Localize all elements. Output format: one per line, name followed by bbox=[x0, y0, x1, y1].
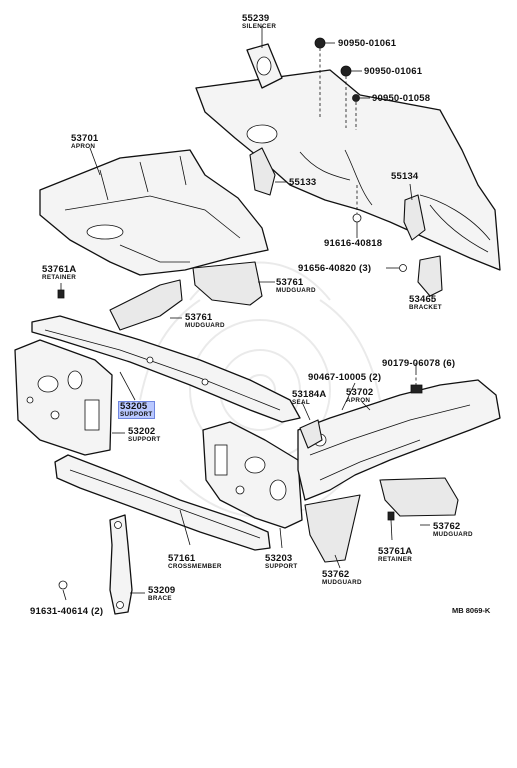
crossmember bbox=[54, 454, 271, 551]
mudguard-53762-right bbox=[379, 477, 459, 517]
brace bbox=[109, 514, 133, 615]
label-91631-40614: 91631-40614 (2) bbox=[30, 606, 104, 617]
mudguard-53761-upper bbox=[192, 261, 263, 306]
mudguard-53761-lower bbox=[109, 279, 183, 331]
bolt-91631 bbox=[58, 580, 68, 590]
label-91656-40820: 91656-40820 (3) bbox=[298, 263, 372, 274]
label-55133: 55133 bbox=[289, 177, 317, 188]
bolt-91616 bbox=[352, 185, 362, 223]
label-91616-40818: 91616-40818 bbox=[324, 238, 383, 249]
leader-lines bbox=[60, 26, 433, 601]
bracket-53465 bbox=[417, 255, 443, 297]
bolt-90179 bbox=[410, 384, 423, 394]
retainer-left bbox=[57, 289, 65, 299]
apron-left bbox=[39, 149, 269, 276]
radiator-support-right bbox=[202, 421, 303, 529]
retainer-right bbox=[387, 511, 395, 521]
label-55134: 55134 bbox=[391, 171, 419, 182]
silencer bbox=[246, 43, 283, 89]
seal-53184A bbox=[299, 419, 323, 449]
label-90950-01058: 90950-01058 bbox=[372, 93, 431, 104]
radiator-upper-support bbox=[31, 315, 301, 423]
label-90467-10005: 90467-10005 (2) bbox=[308, 372, 382, 383]
label-90950-01061-b: 90950-01061 bbox=[364, 66, 423, 77]
diagram-code: MB 8069-K bbox=[452, 606, 491, 615]
label-90179-06078: 90179-06078 (6) bbox=[382, 358, 456, 369]
dash-bracket-55134 bbox=[403, 194, 426, 241]
dash-bracket-55133 bbox=[249, 147, 276, 196]
label-90950-01061-a: 90950-01061 bbox=[338, 38, 397, 49]
bolt-91656 bbox=[399, 264, 407, 272]
mudguard-53762-lower bbox=[304, 494, 361, 563]
radiator-support-left bbox=[14, 339, 113, 456]
